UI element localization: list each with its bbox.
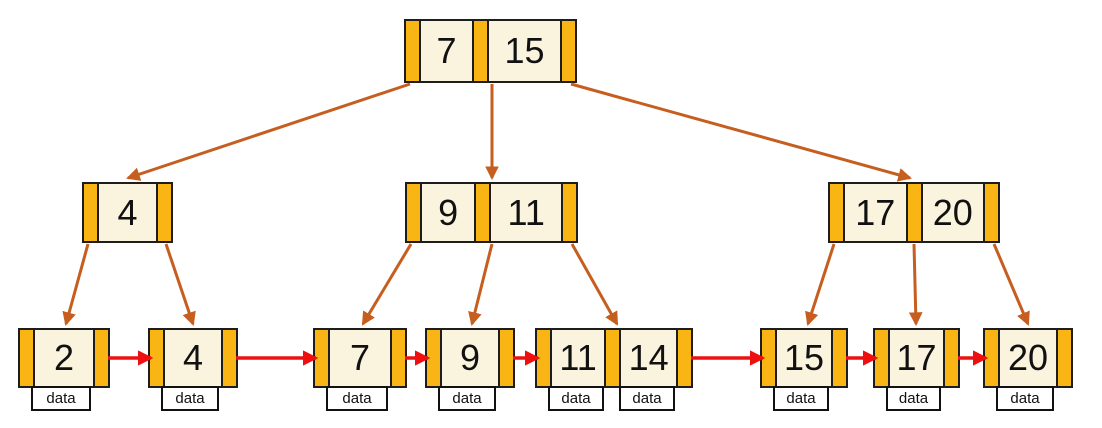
node-key: 11 xyxy=(489,184,561,241)
tree-node-leaf-17: 17 xyxy=(873,328,960,388)
pointer-slot xyxy=(676,330,692,386)
pointer-slot xyxy=(315,330,328,386)
data-box-label: data xyxy=(46,390,76,407)
pointer-slot xyxy=(1056,330,1071,386)
tree-edge-arrow xyxy=(570,243,619,326)
node-key: 9 xyxy=(420,184,474,241)
pointer-slot xyxy=(831,330,846,386)
tree-edge-arrow xyxy=(992,243,1030,326)
tree-node-leaf-20: 20 xyxy=(983,328,1073,388)
tree-edge-arrow xyxy=(570,82,912,182)
data-box-label: data xyxy=(786,390,816,407)
pointer-slot xyxy=(875,330,888,386)
pointer-slot xyxy=(905,184,921,241)
pointer-slot xyxy=(20,330,33,386)
node-key: 15 xyxy=(487,21,560,81)
pointer-slot xyxy=(221,330,236,386)
pointer-slot xyxy=(156,184,171,241)
data-pointer-box: data xyxy=(886,386,941,411)
tree-node-internal-9-11: 9 11 xyxy=(405,182,578,243)
node-key: 7 xyxy=(328,330,390,386)
node-key: 9 xyxy=(440,330,498,386)
node-key: 2 xyxy=(33,330,93,386)
node-key: 14 xyxy=(619,330,676,386)
pointer-slot xyxy=(474,184,490,241)
pointer-slot xyxy=(390,330,405,386)
tree-node-leaf-15: 15 xyxy=(760,328,848,388)
pointer-slot xyxy=(560,21,576,81)
data-box-label: data xyxy=(452,390,482,407)
data-pointer-box: data xyxy=(773,386,829,411)
pointer-slot xyxy=(407,184,420,241)
data-pointer-box: data xyxy=(996,386,1054,411)
data-box-label: data xyxy=(561,390,591,407)
node-key: 15 xyxy=(775,330,831,386)
tree-edge-arrow xyxy=(805,243,836,326)
tree-node-internal-4: 4 xyxy=(82,182,173,243)
pointer-slot xyxy=(406,21,419,81)
node-key: 11 xyxy=(550,330,604,386)
data-pointer-box: data xyxy=(548,386,604,411)
data-pointer-box: data xyxy=(326,386,388,411)
data-box-label: data xyxy=(898,390,929,407)
data-pointer-box: data xyxy=(438,386,496,411)
pointer-slot xyxy=(427,330,440,386)
pointer-slot xyxy=(498,330,513,386)
tree-edge-arrow xyxy=(361,243,413,326)
tree-edge-arrow xyxy=(62,243,90,326)
pointer-slot xyxy=(537,330,550,386)
node-key: 20 xyxy=(998,330,1056,386)
data-box-label: data xyxy=(632,390,662,407)
node-key: 17 xyxy=(888,330,943,386)
pointer-slot xyxy=(84,184,97,241)
tree-edge-arrow xyxy=(468,243,494,327)
data-box-label: data xyxy=(1010,390,1040,407)
node-key: 20 xyxy=(920,184,984,241)
data-box-label: data xyxy=(175,390,205,407)
tree-node-leaf-7: 7 xyxy=(313,328,407,388)
data-pointer-box: data xyxy=(619,386,675,411)
tree-node-leaf-4: 4 xyxy=(148,328,238,388)
tree-edge-arrow xyxy=(164,243,196,326)
pointer-slot xyxy=(93,330,108,386)
node-key: 4 xyxy=(97,184,156,241)
pointer-slot xyxy=(150,330,163,386)
pointer-slot xyxy=(983,184,998,241)
data-pointer-box: data xyxy=(31,386,91,411)
pointer-slot xyxy=(985,330,998,386)
pointer-slot xyxy=(561,184,576,241)
pointer-slot xyxy=(472,21,487,81)
tree-node-leaf-11-14: 11 14 xyxy=(535,328,693,388)
data-pointer-box: data xyxy=(161,386,219,411)
pointer-slot xyxy=(943,330,958,386)
node-key: 4 xyxy=(163,330,221,386)
data-box-label: data xyxy=(342,390,372,407)
pointer-slot xyxy=(762,330,775,386)
pointer-slot xyxy=(604,330,620,386)
node-key: 17 xyxy=(843,184,906,241)
pointer-slot xyxy=(830,184,843,241)
tree-node-leaf-2: 2 xyxy=(18,328,110,388)
tree-edge-arrow xyxy=(908,243,923,327)
tree-edge-arrow xyxy=(126,82,411,181)
tree-node-leaf-9: 9 xyxy=(425,328,515,388)
node-key: 7 xyxy=(419,21,472,81)
